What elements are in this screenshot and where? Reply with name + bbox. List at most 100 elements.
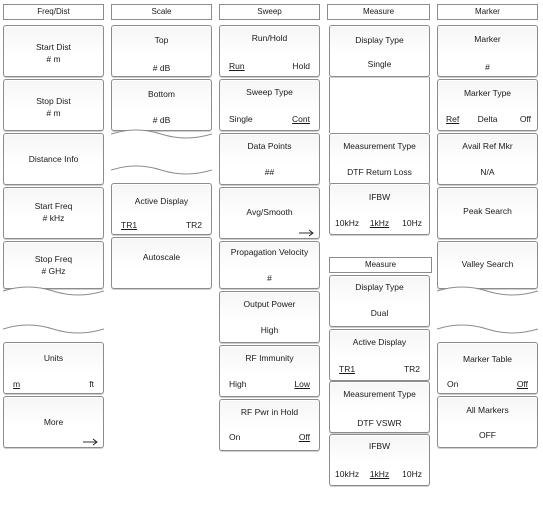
ifbw-option-1khz: 1kHz: [369, 218, 390, 228]
autoscale-button[interactable]: Autoscale: [111, 237, 212, 289]
valley-search-button[interactable]: Valley Search: [437, 241, 538, 289]
start-freq-value: # kHz: [42, 213, 65, 223]
marker-type-option-ref: Ref: [446, 114, 460, 124]
active-display-label: Active Display: [134, 196, 189, 206]
ifbw-label: IFBW: [368, 441, 391, 451]
sweep-type-option-cont: Cont: [292, 114, 310, 124]
ifbw-option-1khz: 1kHz: [369, 469, 390, 479]
top-button[interactable]: Top # dB: [111, 25, 212, 77]
rf-immunity-option-high: High: [229, 379, 247, 389]
avail-ref-mkr-value: N/A: [480, 167, 495, 177]
active-display-button[interactable]: Active Display TR1 TR2: [329, 329, 430, 381]
measurement-type-label: Measurement Type: [343, 389, 416, 399]
peak-search-label: Peak Search: [463, 206, 512, 216]
data-points-value: ##: [264, 167, 275, 177]
propagation-velocity-value: #: [267, 273, 272, 283]
top-value: # dB: [152, 63, 171, 73]
bottom-value: # dB: [152, 115, 171, 125]
ifbw-option-10khz: 10kHz: [335, 218, 360, 228]
sweep-type-option-single: Single: [229, 114, 253, 124]
active-display-option-tr2: TR2: [403, 364, 420, 374]
measurement-type-button[interactable]: Measurement Type DTF VSWR: [329, 381, 430, 433]
rf-immunity-label: RF Immunity: [245, 353, 294, 363]
right-arrow-icon: [83, 438, 98, 446]
data-points-label: Data Points: [247, 141, 292, 151]
measurement-type-value: DTF Return Loss: [347, 167, 412, 177]
active-display-button[interactable]: Active Display TR1 TR2: [111, 183, 212, 235]
start-freq-label: Start Freq: [34, 201, 73, 211]
display-type-button[interactable]: Display Type Dual: [329, 275, 430, 327]
right-arrow-icon: [299, 229, 314, 237]
all-markers-label: All Markers: [466, 405, 509, 415]
display-type-label: Display Type: [355, 35, 404, 45]
start-dist-button[interactable]: Start Dist # m: [3, 25, 104, 77]
start-dist-value: # m: [46, 54, 61, 64]
avg-smooth-label: Avg/Smooth: [246, 207, 293, 217]
ifbw-option-10khz: 10kHz: [335, 469, 360, 479]
units-option-m: m: [13, 379, 21, 389]
units-option-ft: ft: [89, 379, 94, 389]
distance-info-label: Distance Info: [28, 154, 79, 164]
sweep-menu-title: Sweep: [219, 4, 320, 20]
output-power-button[interactable]: Output Power High: [219, 291, 320, 343]
run-hold-option-hold: Hold: [292, 61, 310, 71]
avail-ref-mkr-button[interactable]: Avail Ref Mkr N/A: [437, 133, 538, 185]
active-display-option-tr1: TR1: [121, 220, 138, 230]
run-hold-button[interactable]: Run/Hold Run Hold: [219, 25, 320, 77]
propagation-velocity-label: Propagation Velocity: [230, 247, 309, 257]
marker-type-option-delta: Delta: [477, 114, 498, 124]
measurement-type-label: Measurement Type: [343, 141, 416, 151]
valley-search-label: Valley Search: [461, 259, 514, 269]
start-freq-button[interactable]: Start Freq # kHz: [3, 187, 104, 239]
active-display-option-tr1: TR1: [339, 364, 356, 374]
units-label: Units: [43, 353, 64, 363]
all-markers-button[interactable]: All Markers OFF: [437, 396, 538, 448]
measure-blank-area: [329, 77, 430, 133]
distance-info-button[interactable]: Distance Info: [3, 133, 104, 185]
start-dist-label: Start Dist: [36, 42, 71, 52]
measurement-type-button[interactable]: Measurement Type DTF Return Loss: [329, 133, 430, 185]
rf-pwr-in-hold-button[interactable]: RF Pwr in Hold On Off: [219, 399, 320, 451]
display-type-button[interactable]: Display Type Single: [329, 25, 430, 77]
ifbw-button[interactable]: IFBW 10kHz 1kHz 10Hz: [329, 183, 430, 235]
units-button[interactable]: Units m ft: [3, 342, 104, 394]
marker-value: #: [485, 62, 490, 72]
menu-break-indicator: [3, 286, 104, 334]
data-points-button[interactable]: Data Points ##: [219, 133, 320, 185]
all-markers-value: OFF: [479, 430, 496, 440]
output-power-label: Output Power: [243, 299, 296, 309]
marker-table-button[interactable]: Marker Table On Off: [437, 342, 538, 394]
peak-search-button[interactable]: Peak Search: [437, 187, 538, 239]
freq-dist-menu-title: Freq/Dist: [3, 4, 104, 20]
ifbw-button[interactable]: IFBW 10kHz 1kHz 10Hz: [329, 434, 430, 486]
bottom-button[interactable]: Bottom # dB: [111, 79, 212, 131]
marker-table-option-on: On: [447, 379, 459, 389]
menu-break-indicator: [111, 129, 212, 175]
rf-pwr-in-hold-option-on: On: [229, 432, 241, 442]
marker-type-option-off: Off: [519, 114, 531, 124]
rf-pwr-in-hold-option-off: Off: [298, 432, 310, 442]
display-type-value: Single: [367, 59, 392, 69]
measurement-type-value: DTF VSWR: [357, 418, 402, 428]
display-type-label: Display Type: [355, 282, 404, 292]
marker-type-button[interactable]: Marker Type Ref Delta Off: [437, 79, 538, 131]
bottom-label: Bottom: [148, 89, 175, 99]
sweep-type-button[interactable]: Sweep Type Single Cont: [219, 79, 320, 131]
ifbw-option-10hz: 10Hz: [402, 218, 422, 228]
more-button[interactable]: More: [3, 396, 104, 448]
measure-menu-title: Measure: [327, 4, 430, 20]
sweep-type-label: Sweep Type: [246, 87, 293, 97]
avg-smooth-button[interactable]: Avg/Smooth: [219, 187, 320, 239]
stop-freq-button[interactable]: Stop Freq # GHz: [3, 241, 104, 289]
propagation-velocity-button[interactable]: Propagation Velocity #: [219, 241, 320, 289]
avail-ref-mkr-label: Avail Ref Mkr: [462, 141, 513, 151]
run-hold-label: Run/Hold: [251, 33, 288, 43]
marker-label: Marker: [474, 34, 501, 44]
stop-dist-button[interactable]: Stop Dist # m: [3, 79, 104, 131]
marker-table-label: Marker Table: [463, 354, 512, 364]
marker-button[interactable]: Marker #: [437, 25, 538, 77]
rf-immunity-button[interactable]: RF Immunity High Low: [219, 345, 320, 397]
marker-type-label: Marker Type: [463, 88, 512, 98]
stop-dist-label: Stop Dist: [36, 96, 71, 106]
marker-table-option-off: Off: [516, 379, 528, 389]
